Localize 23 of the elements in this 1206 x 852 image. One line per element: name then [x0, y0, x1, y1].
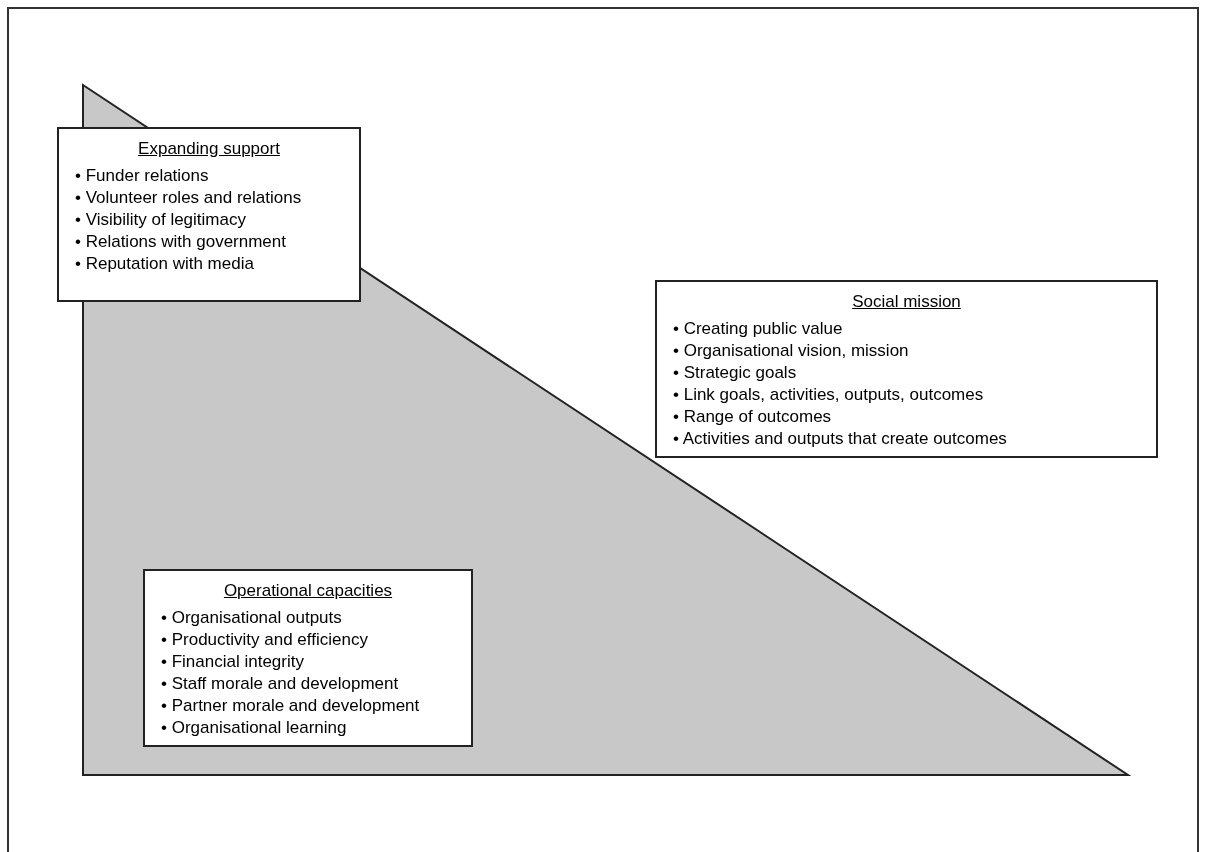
bullet-item: • Volunteer roles and relations — [75, 187, 302, 209]
bullet-item: • Link goals, activities, outputs, outcomes — [673, 384, 984, 406]
bullet-item: • Reputation with media — [75, 253, 254, 275]
bullet-item: • Organisational vision, mission — [673, 340, 909, 362]
bullet-item: • Financial integrity — [161, 651, 304, 673]
bullet-item: • Range of outcomes — [673, 406, 832, 428]
bullet-item: • Organisational learning — [161, 717, 347, 739]
bullet-item: • Funder relations — [75, 165, 209, 187]
text-box — [655, 280, 1158, 458]
bullet-item: • Organisational outputs — [161, 607, 342, 629]
bullet-item: • Partner morale and development — [161, 695, 420, 717]
bullet-item: • Staff morale and development — [161, 673, 399, 695]
bullet-item: • Activities and outputs that create outcomes — [673, 428, 1007, 450]
box-heading: Expanding support — [138, 138, 280, 160]
bullet-item: • Strategic goals — [673, 362, 797, 384]
box-heading: Operational capacities — [223, 580, 393, 602]
bullet-item: • Visibility of legitimacy — [75, 209, 246, 231]
bullet-item: • Productivity and efficiency — [161, 629, 368, 651]
text-box — [57, 127, 361, 302]
bullet-item: • Creating public value — [673, 318, 843, 340]
box-heading: Social mission — [852, 291, 961, 313]
bullet-item: • Relations with government — [75, 231, 286, 253]
text-box — [143, 569, 473, 747]
